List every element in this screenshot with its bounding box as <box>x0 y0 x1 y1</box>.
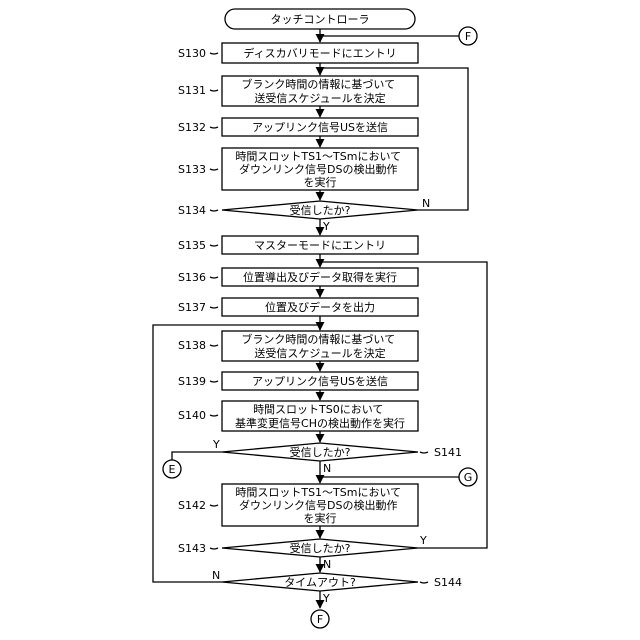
flow-s141-yes-e <box>172 452 222 460</box>
decision-s144-text: タイムアウト? <box>284 576 356 589</box>
leader-s141 <box>420 452 428 453</box>
leader-s137 <box>210 307 218 308</box>
step-label-s141: S141 <box>434 446 462 459</box>
s141-yes-label: Y <box>212 438 220 451</box>
leader-s138 <box>210 345 218 346</box>
step-label-s134: S134 <box>178 204 206 217</box>
connector-g-text: G <box>464 471 473 484</box>
step-label-s133: S133 <box>178 163 206 176</box>
step-label-s132: S132 <box>178 121 206 134</box>
step-label-s137: S137 <box>178 301 206 314</box>
step-label-s140: S140 <box>178 409 206 422</box>
leader-s130 <box>210 53 218 54</box>
s134-yes-label: Y <box>322 220 330 233</box>
leader-s143 <box>210 548 218 549</box>
s143-yes-label: Y <box>419 534 427 547</box>
step-label-s144: S144 <box>434 576 462 589</box>
start-terminal-text: タッチコントローラ <box>271 13 370 26</box>
connector-f-bottom-text: F <box>317 613 323 626</box>
s144-yes-label: Y <box>322 592 330 605</box>
step-label-s138: S138 <box>178 339 206 352</box>
process-s130-text: ディスカバリモードにエントリ <box>243 46 396 60</box>
leader-s139 <box>210 381 218 382</box>
leader-s136 <box>210 277 218 278</box>
leader-s140 <box>210 415 218 416</box>
leader-s142 <box>210 505 218 506</box>
step-label-s142: S142 <box>178 499 206 512</box>
leader-s132 <box>210 127 218 128</box>
s143-no-label: N <box>323 558 331 571</box>
process-s132-text: アップリンク信号USを送信 <box>252 120 388 134</box>
leader-s133 <box>210 169 218 170</box>
decision-s134-text: 受信したか? <box>290 204 351 217</box>
s144-no-label: N <box>212 569 220 582</box>
step-label-s131: S131 <box>178 84 206 97</box>
process-s137-text: 位置及びデータを出力 <box>265 300 375 314</box>
step-label-s136: S136 <box>178 271 206 284</box>
leader-s135 <box>210 245 218 246</box>
s141-no-label: N <box>323 462 331 475</box>
connector-e-text: E <box>169 463 176 476</box>
process-s136-text: 位置導出及びデータ取得を実行 <box>243 270 397 284</box>
step-label-s139: S139 <box>178 375 206 388</box>
leader-s144 <box>420 582 428 583</box>
s134-no-label: N <box>422 197 430 210</box>
connector-f-top-text: F <box>465 30 471 43</box>
decision-s141-text: 受信したか? <box>290 446 351 459</box>
step-label-s143: S143 <box>178 542 206 555</box>
process-s140-text: 時間スロットTS0において 基準変更信号CHの検出動作を実行 <box>235 403 405 430</box>
decision-s143-text: 受信したか? <box>290 542 351 555</box>
step-label-s130: S130 <box>178 47 206 60</box>
leader-s134 <box>210 210 218 211</box>
step-label-s135: S135 <box>178 239 206 252</box>
process-s135-text: マスターモードにエントリ <box>254 239 386 252</box>
leader-s131 <box>210 90 218 91</box>
process-s139-text: アップリンク信号USを送信 <box>252 374 388 388</box>
